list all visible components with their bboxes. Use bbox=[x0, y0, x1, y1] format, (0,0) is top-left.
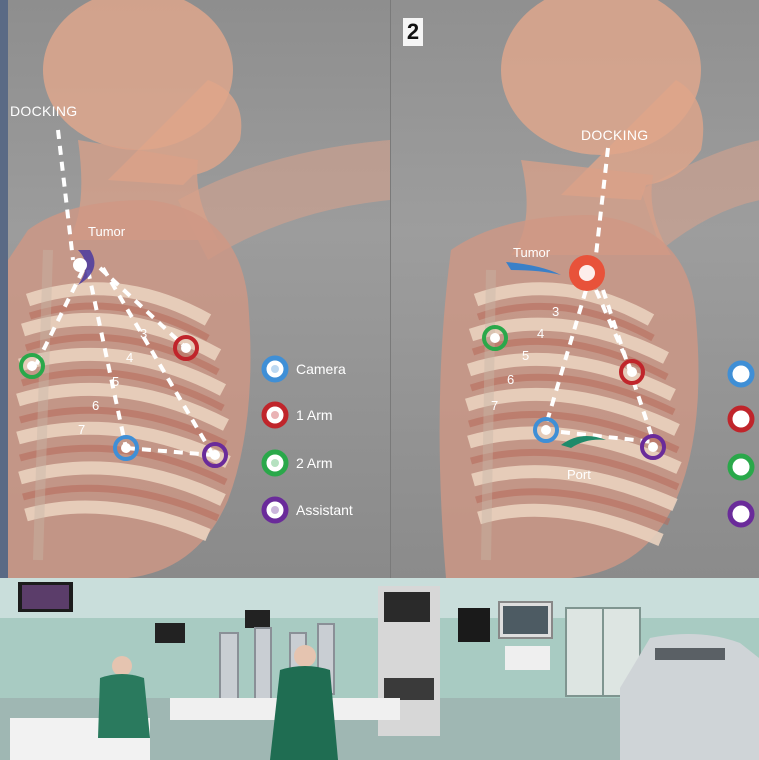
right-anatomy-panel: DOCKING Tumor Port 3 4 5 6 7 bbox=[390, 0, 759, 578]
port-label: Port bbox=[567, 467, 591, 482]
docking-label-left: DOCKING bbox=[10, 103, 77, 119]
rib-number: 5 bbox=[112, 374, 119, 389]
rib-number: 7 bbox=[491, 398, 498, 413]
tumor-marker bbox=[569, 255, 605, 291]
legend-label-camera: Camera bbox=[296, 361, 346, 377]
rib-number: 7 bbox=[78, 422, 85, 437]
tumor-label-right: Tumor bbox=[513, 245, 550, 260]
rib-number: 6 bbox=[507, 372, 514, 387]
rib-number: 3 bbox=[552, 304, 559, 319]
left-anatomy-panel: DOCKING Tumor 3 4 5 6 7 Camera 1 Arm 2 A… bbox=[0, 0, 390, 578]
rib-number: 4 bbox=[126, 350, 133, 365]
rib-number: 3 bbox=[140, 326, 147, 341]
rib-number: 4 bbox=[537, 326, 544, 341]
legend-label-assistant: Assistant bbox=[296, 502, 353, 518]
legend-label-arm2: 2 Arm bbox=[296, 455, 333, 471]
right-anatomy-illustration bbox=[391, 0, 759, 578]
legend-icons-right bbox=[730, 363, 752, 525]
tumor-label-left: Tumor bbox=[88, 224, 125, 239]
docking-label-right: DOCKING bbox=[581, 127, 648, 143]
rib-number: 6 bbox=[92, 398, 99, 413]
legend-label-arm1: 1 Arm bbox=[296, 407, 333, 423]
rib-number: 5 bbox=[522, 348, 529, 363]
operating-room-photo bbox=[0, 578, 759, 760]
panel-number: 2 bbox=[403, 18, 423, 46]
legend-icons bbox=[264, 358, 286, 521]
left-anatomy-illustration bbox=[8, 0, 390, 578]
operating-room-illustration bbox=[0, 578, 759, 760]
